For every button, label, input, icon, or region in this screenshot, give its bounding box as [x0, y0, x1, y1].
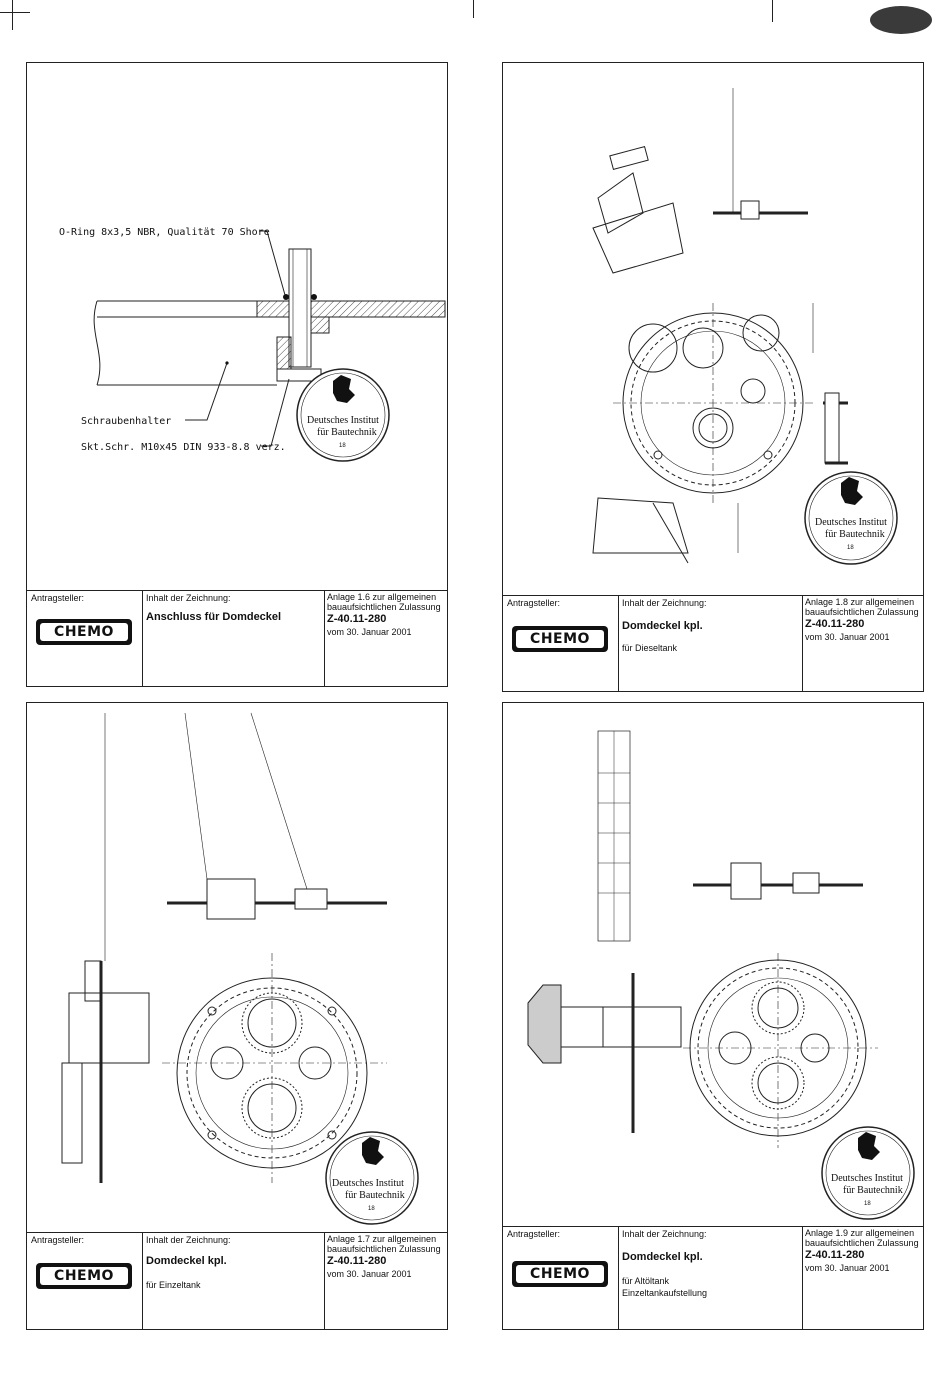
dibt-stamp: Deutsches Institut für Bautechnik 18: [804, 471, 898, 565]
approval-number: Z-40.11-280: [805, 1249, 865, 1261]
drawing-title: Domdeckel kpl.: [622, 1251, 703, 1263]
chemo-logo: CHEMO: [512, 1261, 608, 1287]
svg-text:18: 18: [847, 545, 854, 551]
approval-date: vom 30. Januar 2001: [327, 627, 412, 637]
chemo-logo: CHEMO: [36, 619, 132, 645]
svg-text:18: 18: [864, 1201, 871, 1207]
drawing-area: Deutsches Institut für Bautechnik 18: [61, 712, 419, 1225]
title-block: Antragsteller: CHEMO Inhalt der Zeichnun…: [503, 1226, 923, 1329]
chemo-logo: CHEMO: [512, 626, 608, 652]
drawing-sheet-1: O-Ring 8x3,5 NBR, Qualität 70 Shore Schr…: [26, 62, 448, 687]
svg-text:Deutsches Institut: Deutsches Institut: [815, 517, 887, 528]
page-tab-marker: [870, 6, 932, 34]
drawing-sheet-2: Deutsches Institut für Bautechnik 18 Ant…: [502, 62, 924, 692]
crop-mark: [772, 0, 773, 22]
drawing-area: Deutsches Institut für Bautechnik 18: [527, 730, 915, 1220]
content-label: Inhalt der Zeichnung:: [146, 593, 231, 603]
crop-mark: [12, 0, 13, 30]
screw-callout: Skt.Schr. M10x45 DIN 933-8.8 verz.: [81, 442, 286, 453]
svg-text:für Bautechnik: für Bautechnik: [825, 529, 885, 540]
drawing-sheet-4: Deutsches Institut für Bautechnik 18 Ant…: [502, 702, 924, 1330]
approval-number: Z-40.11-280: [805, 618, 865, 630]
drawing-sheet-3: Deutsches Institut für Bautechnik 18 Ant…: [26, 702, 448, 1330]
applicant-label: Antragsteller:: [507, 598, 561, 608]
dibt-stamp: Deutsches Institut für Bautechnik 18: [325, 1131, 419, 1225]
drawing-title: Domdeckel kpl.: [622, 620, 703, 632]
svg-text:18: 18: [339, 443, 346, 449]
drawing-area: Deutsches Institut für Bautechnik 18: [592, 88, 898, 565]
content-label: Inhalt der Zeichnung:: [622, 1229, 707, 1239]
svg-text:für Bautechnik: für Bautechnik: [317, 427, 377, 438]
applicant-label: Antragsteller:: [31, 1235, 85, 1245]
dibt-stamp: Deutsches Institut für Bautechnik 18: [296, 368, 390, 462]
applicant-label: Antragsteller:: [507, 1229, 561, 1239]
holder-callout: Schraubenhalter: [81, 416, 171, 427]
crop-mark: [473, 0, 474, 18]
approval-number: Z-40.11-280: [327, 613, 387, 625]
drawing-title: Domdeckel kpl.: [146, 1255, 227, 1267]
svg-text:Deutsches Institut: Deutsches Institut: [831, 1173, 903, 1184]
title-block: Antragsteller: CHEMO Inhalt der Zeichnun…: [27, 590, 447, 686]
drawing-title: Anschluss für Domdeckel: [146, 611, 282, 623]
svg-text:18: 18: [368, 1206, 375, 1212]
content-label: Inhalt der Zeichnung:: [146, 1235, 231, 1245]
drawing-area: O-Ring 8x3,5 NBR, Qualität 70 Shore Schr…: [59, 227, 446, 462]
content-label: Inhalt der Zeichnung:: [622, 598, 707, 608]
title-block: Antragsteller: CHEMO Inhalt der Zeichnun…: [27, 1232, 447, 1329]
crop-mark: [0, 12, 30, 13]
svg-text:Deutsches Institut: Deutsches Institut: [332, 1178, 404, 1189]
oring-callout: O-Ring 8x3,5 NBR, Qualität 70 Shore: [59, 227, 270, 238]
drawing-subtitle: für Dieseltank: [622, 643, 678, 653]
applicant-label: Antragsteller:: [31, 593, 85, 603]
title-block: Antragsteller: CHEMO Inhalt der Zeichnun…: [503, 595, 923, 691]
svg-text:für Bautechnik: für Bautechnik: [843, 1185, 903, 1196]
approval-date: vom 30. Januar 2001: [805, 1263, 890, 1273]
approval-date: vom 30. Januar 2001: [805, 632, 890, 642]
approval-number: Z-40.11-280: [327, 1255, 387, 1267]
chemo-logo: CHEMO: [36, 1263, 132, 1289]
approval-date: vom 30. Januar 2001: [327, 1269, 412, 1279]
dibt-stamp: Deutsches Institut für Bautechnik 18: [821, 1126, 915, 1220]
svg-text:für Bautechnik: für Bautechnik: [345, 1190, 405, 1201]
svg-text:Deutsches Institut: Deutsches Institut: [307, 415, 379, 426]
drawing-subtitle: für Einzeltank: [146, 1280, 201, 1290]
